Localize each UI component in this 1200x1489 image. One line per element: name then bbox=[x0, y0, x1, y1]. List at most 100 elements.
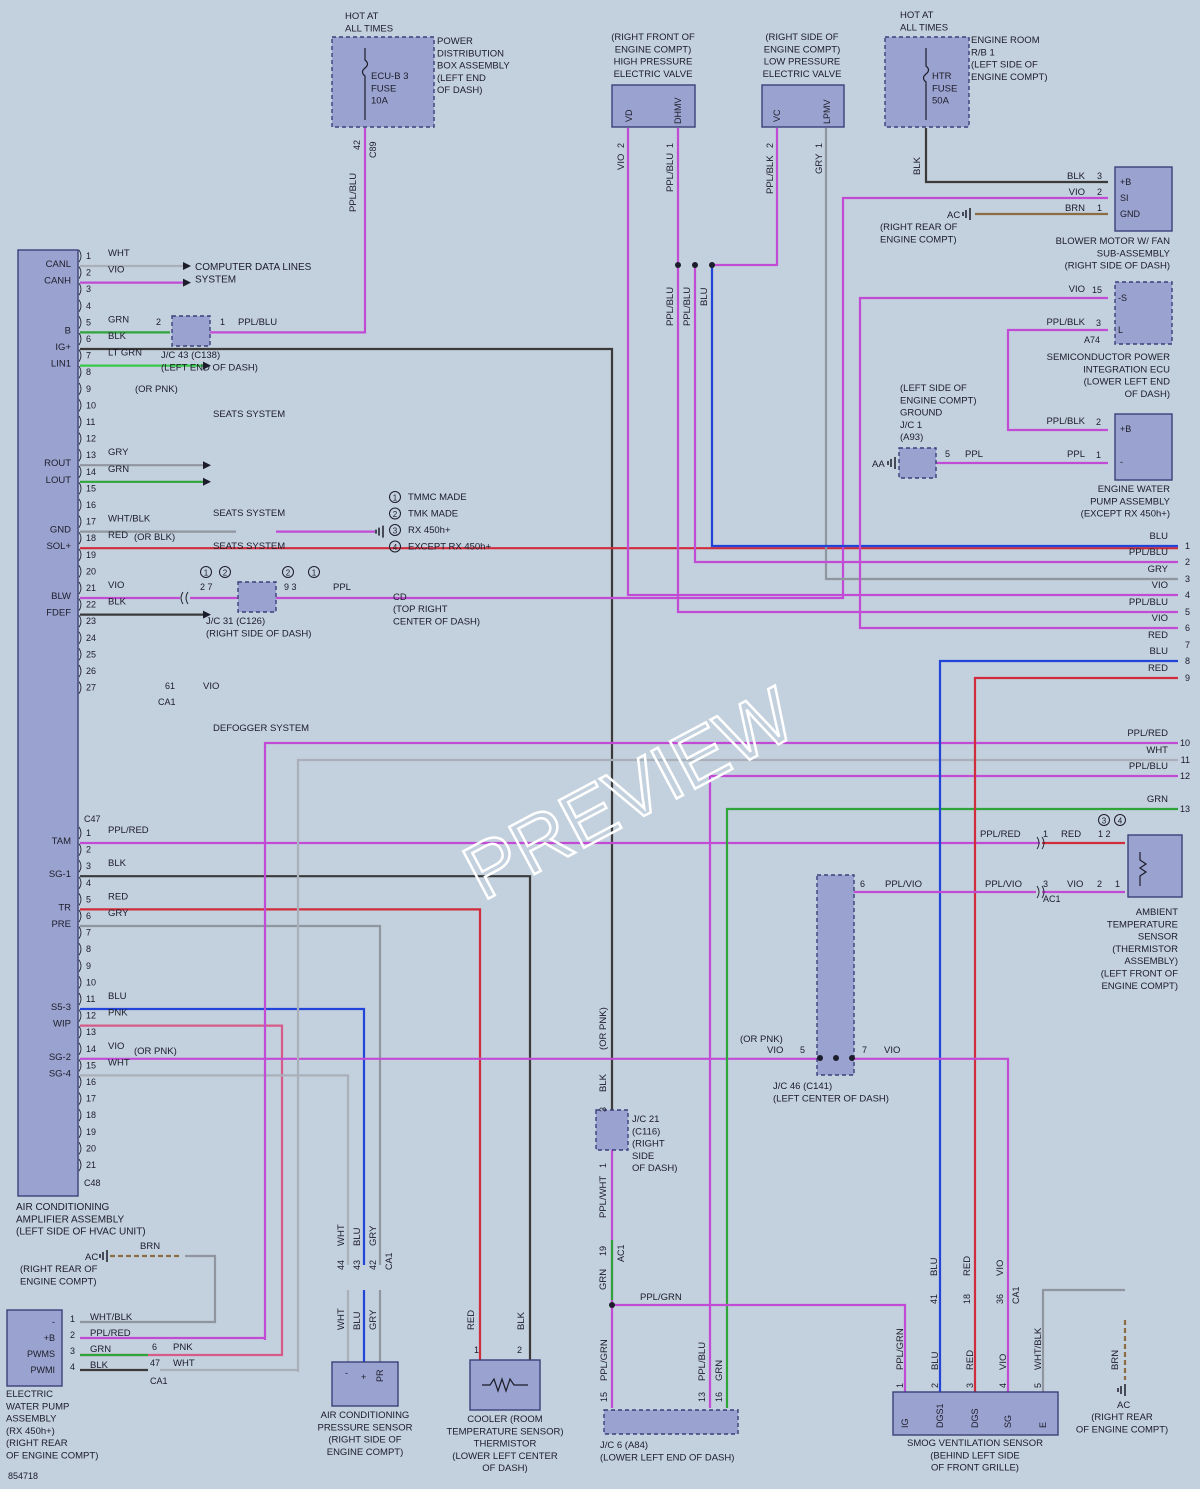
jc6-box bbox=[603, 1409, 739, 1435]
wire-jc6-top bbox=[612, 1303, 907, 1392]
ewp-pin-1: 2 bbox=[70, 1330, 75, 1340]
jc1-name-4: (A93) bbox=[900, 432, 923, 443]
c47-signal-7: LIN1 bbox=[51, 359, 71, 370]
smog-sig-3: SG bbox=[1003, 1415, 1013, 1428]
c47-signal-17: GND bbox=[50, 525, 71, 536]
blower-ground-loc-0: (RIGHT REAR OF bbox=[880, 222, 958, 233]
c47-pin-3: 3 bbox=[86, 284, 91, 294]
smog-pin-4: 5 bbox=[1033, 1383, 1043, 1388]
wire-c48-12 bbox=[80, 1024, 284, 1357]
ac-ground-br-wire: BRN bbox=[1110, 1350, 1121, 1370]
ewp-ca1-6: 6 bbox=[152, 1342, 157, 1352]
c47-pin-bracket bbox=[78, 249, 82, 263]
wire-trunk-13 bbox=[725, 807, 1178, 1408]
c48-wire-color-1: PPL/RED bbox=[108, 825, 149, 836]
cooler-name-2: THERMISTOR bbox=[474, 1439, 537, 1450]
ewp-ground-loc-0: (RIGHT REAR OF bbox=[20, 1264, 98, 1275]
ambient-name-4: ASSEMBLY) bbox=[1124, 956, 1178, 967]
trunk-wire-label-12: PPL/BLU bbox=[1129, 761, 1168, 772]
c48-pin-bracket bbox=[78, 826, 82, 840]
c47-pin-24: 24 bbox=[86, 633, 96, 643]
c47-pin-10: 10 bbox=[86, 400, 96, 410]
ac-ground-br-loc-1: OF ENGINE COMPT) bbox=[1076, 1424, 1168, 1435]
ac-amplifier-name-2: (LEFT SIDE OF HVAC UNIT) bbox=[16, 1227, 146, 1238]
htr-hot-1: ALL TIMES bbox=[900, 22, 948, 33]
splice-dot-2 bbox=[692, 262, 698, 268]
ecu-b3-fuse-text-2: 10A bbox=[371, 96, 389, 107]
jc21-pin-top: 3 bbox=[598, 1107, 608, 1112]
smog-sig-0: IG bbox=[900, 1418, 910, 1428]
smog-wire-2: RED bbox=[965, 1350, 976, 1370]
jc6-pin-0: 15 bbox=[599, 1392, 609, 1402]
jc43-name-0: J/C 43 (C138) bbox=[161, 350, 220, 361]
jc31-mark-l1-num: 1 bbox=[204, 569, 209, 578]
blower-wire-1: VIO bbox=[1069, 187, 1085, 198]
c47-signal-14: LOUT bbox=[46, 475, 72, 486]
c47-signal-5: B bbox=[65, 325, 71, 336]
cooler-name-0: COOLER (ROOM bbox=[467, 1414, 543, 1425]
cooler-thermistor-box bbox=[469, 1359, 541, 1411]
ewp-ground-label: AC bbox=[85, 1252, 98, 1263]
hp-valve-name-3: ELECTRIC VALVE bbox=[614, 69, 693, 80]
blower-name-1: SUB-ASSEMBLY bbox=[1097, 248, 1171, 259]
c48-pin-bracket bbox=[78, 843, 82, 856]
c47-wire-color-22: BLK bbox=[108, 597, 127, 608]
engine-water-pump-box bbox=[1114, 413, 1173, 481]
jc6-name-0: J/C 6 (A84) bbox=[600, 1440, 648, 1451]
lp-valve-sig-1: LPMV bbox=[822, 99, 832, 124]
pressure-pin-1: + bbox=[361, 1372, 366, 1382]
c47-pin-1: 1 bbox=[86, 251, 91, 261]
jc43-wire-out: PPL/BLU bbox=[238, 317, 277, 328]
jc6-wire-0: PPL/GRN bbox=[599, 1339, 610, 1381]
cooler-name-1: TEMPERATURE SENSOR) bbox=[446, 1426, 563, 1437]
c48-pin-bracket bbox=[78, 976, 82, 989]
c48-pin-bracket bbox=[78, 876, 82, 890]
ecu-b3-fuse-text-1: FUSE bbox=[371, 83, 396, 94]
c48-pin-9: 9 bbox=[86, 961, 91, 971]
spi-ecu-box bbox=[1114, 281, 1173, 345]
cooler-name-4: OF DASH) bbox=[482, 1463, 527, 1474]
ewp-name-5: OF ENGINE COMPT) bbox=[6, 1451, 98, 1462]
ecu-b3-wire: PPL/BLU bbox=[348, 173, 359, 212]
c47-pin-5: 5 bbox=[86, 317, 91, 327]
c48-14-or-pnk: (OR PNK) bbox=[134, 1046, 177, 1057]
c48-signal-1: TAM bbox=[52, 836, 71, 847]
ewp-wire-2: GRN bbox=[90, 1344, 111, 1355]
trunk-number-2: 2 bbox=[1185, 557, 1190, 567]
arrow-canl bbox=[183, 262, 191, 270]
wire-c48-6 bbox=[80, 924, 382, 1265]
electric-water-pump-box bbox=[6, 1309, 63, 1387]
ac-ground-br-loc-0: (RIGHT REAR bbox=[1091, 1412, 1153, 1423]
wire-trunk-5 bbox=[676, 128, 1178, 614]
c47-pin-bracket bbox=[78, 399, 82, 412]
c47-pin-9: 9 bbox=[86, 384, 91, 394]
ca1-61-conn: CA1 bbox=[158, 697, 176, 707]
c47-wire-color-21: VIO bbox=[108, 580, 124, 591]
ambient-name-3: (THERMISTOR bbox=[1112, 944, 1178, 955]
ambient-name-6: ENGINE COMPT) bbox=[1101, 981, 1178, 992]
c47-pin-bracket bbox=[78, 648, 82, 661]
c47-pin-bracket bbox=[78, 349, 82, 362]
pressure-ca1-conn: CA1 bbox=[384, 1252, 394, 1270]
c47-pin-bracket bbox=[78, 548, 82, 562]
eng-pump-name-1: PUMP ASSEMBLY bbox=[1090, 496, 1171, 507]
ecu-b3-conn: C89 bbox=[368, 141, 378, 158]
c48-pin-11: 11 bbox=[86, 994, 95, 1004]
smog-pin-1: 2 bbox=[930, 1383, 940, 1388]
eng-pump-sig-1: - bbox=[1120, 457, 1123, 467]
jc46-wire-top: PPL/VIO bbox=[885, 879, 922, 890]
trunk-number-5: 5 bbox=[1185, 607, 1190, 617]
c47-pin-bracket bbox=[78, 465, 82, 479]
wire-trunk-10 bbox=[263, 741, 1178, 1340]
c47-pin-bracket bbox=[78, 365, 82, 379]
c48-signal-11: S5-3 bbox=[51, 1002, 71, 1013]
c47-pin-20: 20 bbox=[86, 566, 96, 576]
cooler-wire-0: RED bbox=[466, 1310, 477, 1330]
jc1-ground-symbol bbox=[887, 457, 896, 469]
c47-pin-21: 21 bbox=[86, 583, 96, 593]
ambient-mark-4 bbox=[1114, 814, 1126, 826]
c47-pin-bracket bbox=[78, 332, 82, 346]
c48-pin-bracket bbox=[78, 1092, 82, 1105]
smog-pin-0: 1 bbox=[895, 1383, 905, 1388]
